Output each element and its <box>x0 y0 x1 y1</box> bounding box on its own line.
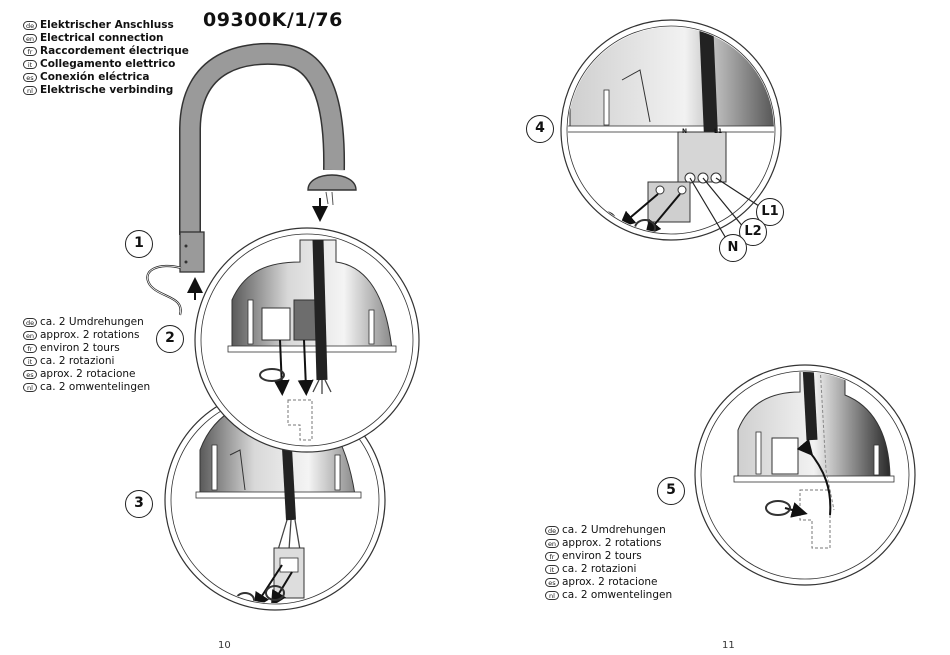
language-text: Elektrischer Anschluss <box>40 19 174 31</box>
step-4-badge: 4 <box>526 115 554 143</box>
language-text: ca. 2 omwentelingen <box>562 589 673 601</box>
terminal-l1-mark: L1 <box>714 128 722 135</box>
language-text: environ 2 tours <box>40 342 120 354</box>
language-code-badge: fr <box>545 552 559 561</box>
language-text: Collegamento elettrico <box>40 58 176 70</box>
language-code-badge: nl <box>545 591 559 600</box>
language-code-badge: en <box>23 34 37 43</box>
language-code-badge: it <box>23 60 37 69</box>
language-text: Conexión eléctrica <box>40 71 150 83</box>
detail-circle-2 <box>194 227 420 453</box>
wire-l2-label: L2 <box>739 218 767 246</box>
terminal-n-mark: N <box>682 128 688 135</box>
language-code-badge: en <box>23 331 37 340</box>
language-text: Elektrische verbinding <box>40 84 174 96</box>
language-code-badge: es <box>23 73 37 82</box>
language-code-badge: it <box>23 357 37 366</box>
language-text: Electrical connection <box>40 32 164 44</box>
detail-circle-4 <box>560 19 782 241</box>
language-code-badge: es <box>545 578 559 587</box>
language-code-badge: fr <box>23 344 37 353</box>
detail-circle-5 <box>694 364 916 586</box>
page-number-right: 11 <box>722 640 735 651</box>
language-code-badge: nl <box>23 86 37 95</box>
language-code-badge: de <box>23 318 37 327</box>
step-5-badge: 5 <box>657 477 685 505</box>
language-code-badge: de <box>545 526 559 535</box>
language-text: Raccordement électrique <box>40 45 189 57</box>
language-code-badge: fr <box>23 47 37 56</box>
language-text: approx. 2 rotations <box>40 329 140 341</box>
step-1-badge: 1 <box>125 230 153 258</box>
language-text: approx. 2 rotations <box>562 537 662 549</box>
language-text: aprox. 2 rotacione <box>40 368 136 380</box>
language-code-badge: en <box>545 539 559 548</box>
model-number: 09300K/1/76 <box>203 9 343 31</box>
language-text: ca. 2 rotazioni <box>562 563 637 575</box>
step-2-badge: 2 <box>156 325 184 353</box>
language-text: aprox. 2 rotacione <box>562 576 658 588</box>
language-text: ca. 2 omwentelingen <box>40 381 151 393</box>
language-text: ca. 2 Umdrehungen <box>562 524 666 536</box>
language-code-badge: it <box>545 565 559 574</box>
language-text: ca. 2 rotazioni <box>40 355 115 367</box>
language-text: environ 2 tours <box>562 550 642 562</box>
language-code-badge: de <box>23 21 37 30</box>
page-number-left: 10 <box>218 640 231 651</box>
language-text: ca. 2 Umdrehungen <box>40 316 144 328</box>
language-code-badge: es <box>23 370 37 379</box>
wire-n-label: N <box>719 234 747 262</box>
language-code-badge: nl <box>23 383 37 392</box>
lamp-gooseneck <box>146 42 357 316</box>
step-3-badge: 3 <box>125 490 153 518</box>
